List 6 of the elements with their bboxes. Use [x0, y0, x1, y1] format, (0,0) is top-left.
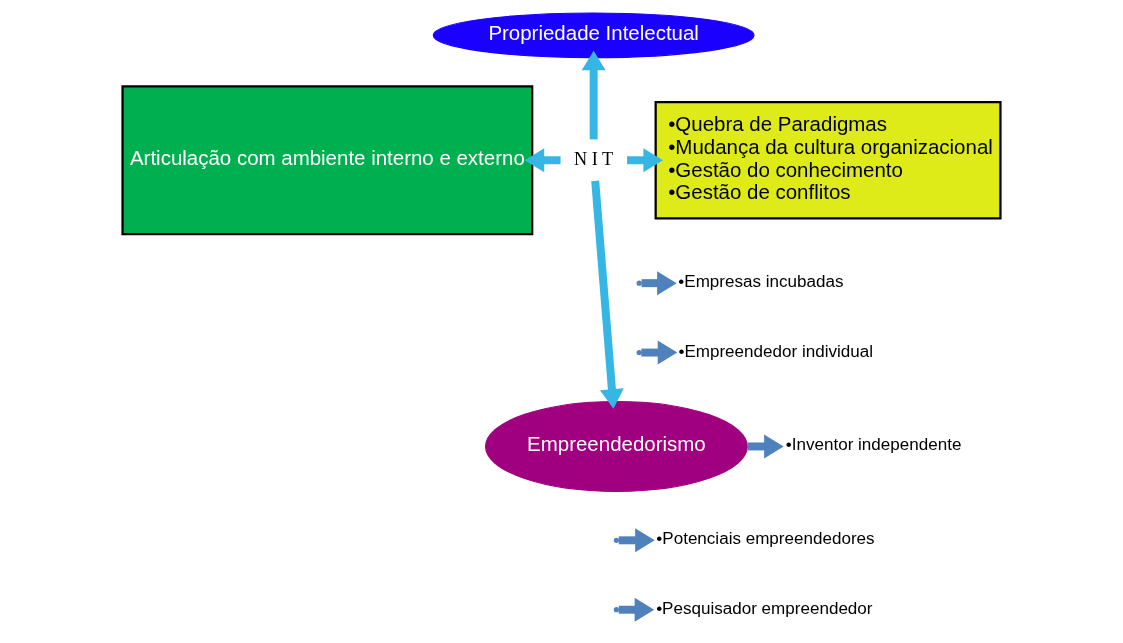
node-text: •Empresas incubadas	[678, 272, 844, 292]
node-text: N I T	[574, 148, 614, 169]
node-text: •Inventor independente	[785, 435, 962, 455]
node-text: •Pesquisador empreendedor	[656, 598, 873, 618]
node-text: •Empreendedor individual	[678, 341, 873, 361]
node-text: •Potenciais empreendedores	[656, 529, 875, 549]
